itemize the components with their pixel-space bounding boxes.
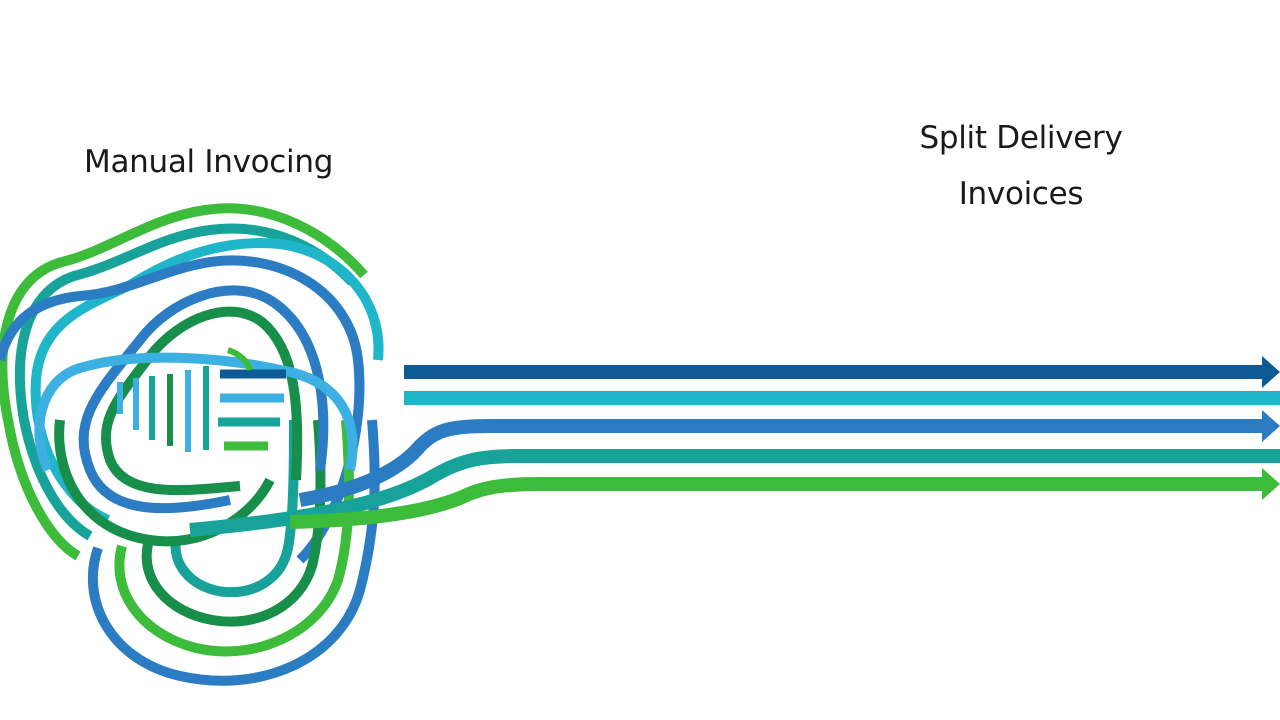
split-delivery-label-line1: Split Delivery [919,120,1123,156]
split-delivery-invoices-label: Split Delivery Invoices [908,110,1134,222]
split-delivery-label-line2: Invoices [958,176,1084,212]
arrow-right-icon [189,356,1280,537]
arrow-line-blue [298,419,1262,507]
arrowhead-blue [1262,410,1280,442]
arrowhead-green [1262,468,1280,500]
arrowhead-navy [1262,356,1280,388]
arrow-line-green [289,477,1262,529]
manual-invoicing-label: Manual Invocing [84,144,334,180]
knot-inner-ring-blue [78,285,329,514]
knot-inner-ring-sky [34,352,358,473]
knot-loop-navy [87,419,380,686]
knot-loop-lime-outer [0,203,368,561]
knot-hatch-top [226,347,253,371]
knot-bottom-swoop-teal [54,419,275,547]
knot-loop-green [14,223,356,541]
arrow-line-teal [189,449,1280,537]
tangled-lines-icon [0,203,384,686]
